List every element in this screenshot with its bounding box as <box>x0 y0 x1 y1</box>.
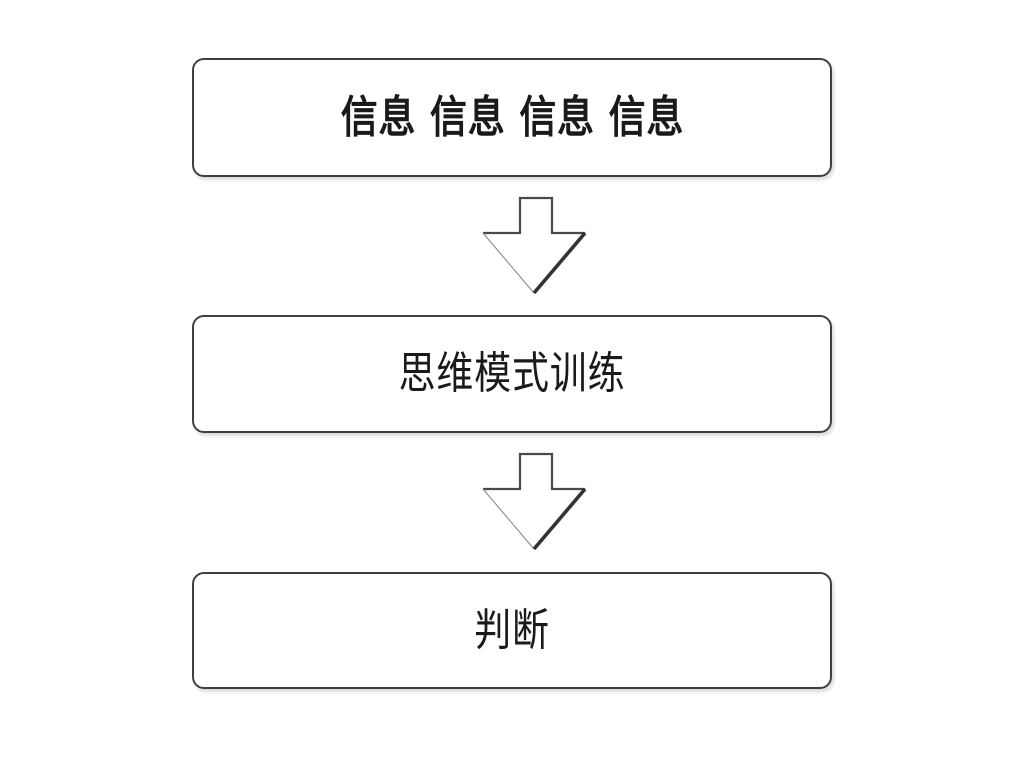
block-arrow-down-icon <box>482 196 587 295</box>
flow-node-training: 思维模式训练 <box>192 315 832 433</box>
flow-node-info: 信息 信息 信息 信息 <box>192 58 832 177</box>
flow-node-training-label: 思维模式训练 <box>398 348 626 399</box>
flow-node-judgment-label: 判断 <box>474 604 550 656</box>
flow-node-info-label: 信息 信息 信息 信息 <box>340 91 684 143</box>
flow-node-judgment: 判断 <box>192 572 832 689</box>
block-arrow-down-icon <box>482 452 587 551</box>
